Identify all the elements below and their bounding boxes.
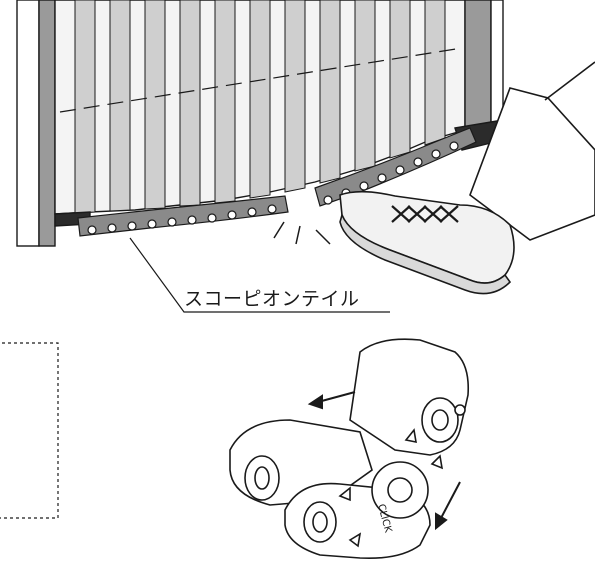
chain-segment-right — [314, 127, 477, 207]
curtain-pleats — [74, 0, 446, 214]
sneaker-foot — [339, 61, 595, 295]
sneaker-sole — [339, 212, 512, 295]
left-post — [16, 0, 40, 247]
chain-link-closeup — [229, 338, 470, 560]
scorpion-tail-label: スコーピオンテイル — [184, 288, 360, 310]
callout-leader — [129, 237, 390, 313]
rotation-arrow — [307, 391, 461, 531]
left-post-inner — [38, 0, 56, 247]
impact-lines — [273, 221, 331, 245]
curtain-guide-line — [59, 47, 463, 113]
dashed-placeholder-box — [0, 342, 59, 519]
curtain-panel — [16, 0, 504, 247]
sneaker-laces — [391, 205, 459, 223]
right-post — [464, 0, 492, 136]
